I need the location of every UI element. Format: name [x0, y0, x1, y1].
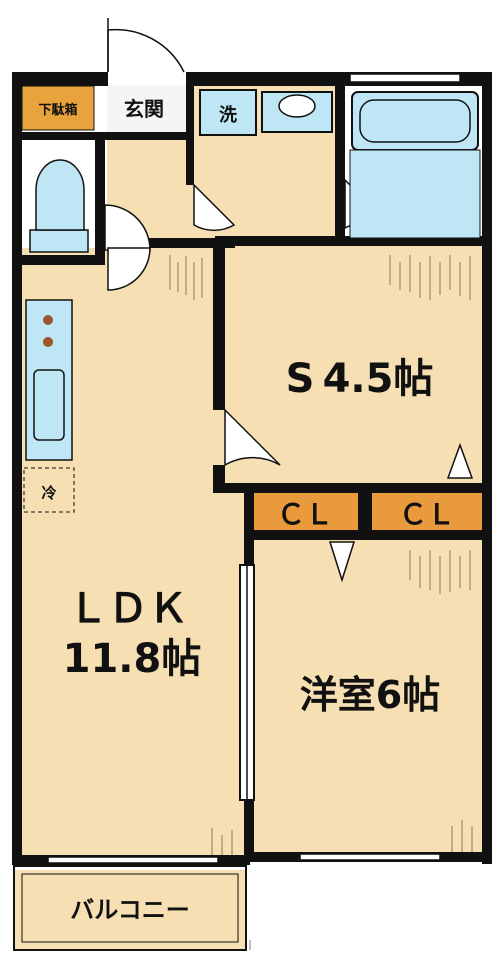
shoe-box [21, 85, 95, 131]
wall-partition-bottom [244, 800, 254, 862]
wall-s-top [215, 236, 491, 246]
wall-hall-bottom [105, 238, 235, 248]
wall-closet-left [244, 483, 254, 539]
closet-left-floor [252, 492, 358, 532]
wall-closet-mid [358, 483, 372, 539]
fixtures [13, 85, 481, 951]
toilet-icon [29, 159, 89, 253]
wall-s-bottom [213, 483, 491, 493]
entrance-floor [107, 85, 187, 140]
wall-wash-left [186, 85, 194, 185]
ldk-name: ＬＤＫ [68, 586, 188, 632]
shoe-box-label: 下駄箱 [38, 102, 77, 118]
wall-toilet-right [95, 140, 105, 265]
washer-label: 洗 [219, 104, 237, 126]
wall-right [482, 72, 492, 864]
closet-right-floor [372, 492, 482, 532]
door-wash [193, 183, 236, 232]
balcony-outline [13, 865, 247, 951]
wall-s-left-top [213, 240, 225, 410]
burner-icon [43, 337, 53, 347]
wall-wash-bath [335, 85, 345, 245]
ldk-size: 11.8帖 [63, 636, 202, 682]
floor-hatching [169, 255, 473, 950]
western-room-floor [252, 540, 483, 855]
windows [47, 73, 461, 864]
ldk-floor-lower [20, 485, 248, 858]
room-s-name: S [286, 356, 315, 402]
closet-right-label: ＣＬ [399, 498, 455, 531]
wall-top [12, 72, 108, 86]
wall-left [12, 72, 22, 864]
wall-partition-top [244, 535, 254, 565]
door-toilet [104, 204, 151, 251]
sink-icon [33, 369, 65, 441]
balcony-label: バルコニー [70, 896, 190, 924]
washer-box [199, 89, 257, 136]
room-s-size: 4.5帖 [323, 356, 434, 402]
closet-left-label: ＣＬ [277, 498, 333, 531]
labels: 下駄箱 玄関 洗 冷 S 4.5帖 ＣＬ ＣＬ ＬＤＫ 11.8帖 洋室6帖 バ… [38, 97, 455, 924]
sliding-door[interactable] [239, 564, 255, 801]
entrance-label: 玄関 [124, 97, 164, 121]
balcony-floor [14, 870, 246, 950]
wall-toilet-bottom [12, 255, 105, 265]
burner-icon [43, 315, 53, 325]
wall-closet-bottom [245, 530, 491, 540]
closet-arrows [328, 442, 474, 583]
wall-shoebox-bottom [12, 132, 192, 140]
door-room-s [224, 408, 281, 467]
fridge-space [23, 467, 75, 513]
entrance-door[interactable] [107, 18, 185, 73]
fridge-label: 冷 [41, 484, 56, 502]
door-ldk [107, 247, 151, 291]
western-room-label: 洋室6帖 [300, 673, 440, 717]
